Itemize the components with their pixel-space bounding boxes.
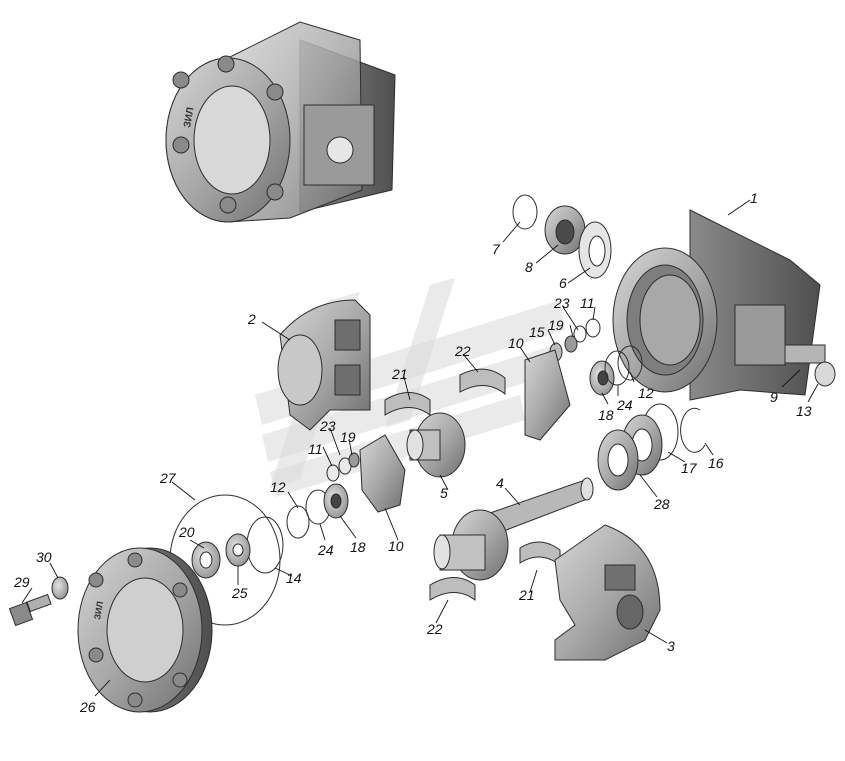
callout-11-lower: 11 — [308, 441, 323, 457]
part-1-housing — [612, 209, 836, 401]
callout-12-right: 12 — [638, 385, 654, 401]
callout-7: 7 — [492, 241, 501, 257]
callout-6: 6 — [559, 275, 567, 291]
rings-right-18-24-12 — [589, 345, 643, 396]
callout-24-left: 24 — [317, 542, 334, 558]
part-28-seals — [597, 414, 663, 491]
assembled-pump: ЗИЛ — [165, 21, 396, 223]
callout-10-lower: 10 — [388, 538, 404, 554]
callout-19-lower: 19 — [340, 429, 356, 445]
callout-10-upper: 10 — [508, 335, 524, 351]
callout-labels: 1 2 3 4 5 6 7 8 9 10 10 11 11 12 12 13 1… — [13, 190, 812, 715]
callout-30: 30 — [36, 549, 52, 565]
callout-15: 15 — [529, 324, 545, 340]
part-7-retaining-ring — [512, 194, 538, 230]
callout-23-lower: 23 — [319, 418, 336, 434]
part-30-washer — [51, 576, 69, 600]
part-29-bolt — [8, 593, 52, 627]
part-26-cover: ЗИЛ — [77, 547, 213, 713]
part-3-bushing-block — [554, 524, 661, 661]
callout-14: 14 — [286, 570, 302, 586]
callout-12-left: 12 — [270, 479, 286, 495]
callout-23-upper: 23 — [553, 295, 570, 311]
callout-17: 17 — [681, 460, 698, 476]
callout-19-upper: 19 — [548, 317, 564, 333]
part-20-washer — [191, 541, 221, 579]
callout-28: 28 — [653, 496, 670, 512]
callout-24-right: 24 — [616, 397, 633, 413]
callout-29: 29 — [13, 574, 30, 590]
callout-9: 9 — [770, 389, 778, 405]
part-8-bearing — [544, 205, 586, 255]
callout-16: 16 — [708, 455, 724, 471]
callout-5: 5 — [440, 485, 448, 501]
part-6-washer — [578, 221, 612, 279]
part-22-half-shell-lower — [429, 577, 476, 601]
callout-27: 27 — [159, 470, 177, 486]
part-25-washer — [225, 533, 251, 567]
assembled-pump-bolts — [172, 55, 284, 214]
part-4-drive-shaft — [433, 477, 594, 581]
callout-22-upper: 22 — [454, 343, 471, 359]
callout-2: 2 — [247, 311, 256, 327]
part-12-ring-left — [286, 505, 310, 539]
callout-13: 13 — [796, 403, 812, 419]
callout-21-lower: 21 — [518, 587, 535, 603]
callout-22-lower: 22 — [426, 621, 443, 637]
callout-8: 8 — [525, 259, 533, 275]
callout-25: 25 — [231, 585, 248, 601]
assembled-marking: ЗИЛ — [182, 106, 196, 128]
leader-lines — [21, 199, 819, 697]
callout-18-left: 18 — [350, 539, 366, 555]
part-21-half-shell-lower — [519, 541, 561, 566]
part-5-driven-gear — [406, 412, 466, 478]
small-rings-lower — [305, 452, 360, 525]
part-2-bushing-block — [277, 299, 371, 431]
callout-3: 3 — [667, 638, 675, 654]
callout-18-right: 18 — [598, 407, 614, 423]
callout-1: 1 — [750, 190, 758, 206]
part-10-plate-lower — [359, 434, 406, 513]
part-14-ring — [246, 516, 284, 574]
part-10-plate-upper — [524, 349, 571, 441]
callout-26: 26 — [79, 699, 96, 715]
cover-marking: ЗИЛ — [92, 600, 105, 620]
callout-21-upper: 21 — [391, 366, 408, 382]
callout-11-upper: 11 — [580, 295, 595, 311]
callout-4: 4 — [496, 475, 504, 491]
part-16-snap-ring — [680, 407, 706, 453]
callout-20: 20 — [178, 524, 195, 540]
